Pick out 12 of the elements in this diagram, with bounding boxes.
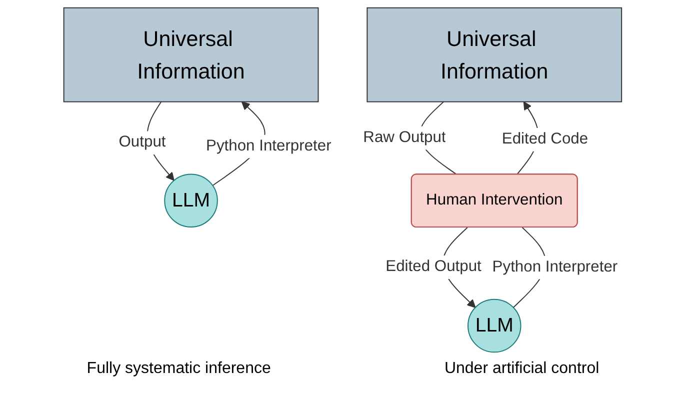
edge-label: Edited Output (386, 258, 482, 276)
node-box: Universal Information (366, 7, 622, 102)
caption-text: Under artificial control (444, 360, 600, 378)
node-circle: LLM (468, 298, 522, 353)
node-box: Universal Information (64, 7, 320, 102)
edge-label: Python Interpreter (492, 258, 618, 276)
caption-text: Fully systematic inference (86, 360, 271, 378)
edge-label: Raw Output (363, 129, 446, 146)
edge-label: Edited Code (502, 130, 588, 148)
node-circle: LLM (164, 174, 218, 228)
edge-label: Output (119, 134, 166, 151)
edge-label: Python Interpreter (206, 138, 332, 154)
